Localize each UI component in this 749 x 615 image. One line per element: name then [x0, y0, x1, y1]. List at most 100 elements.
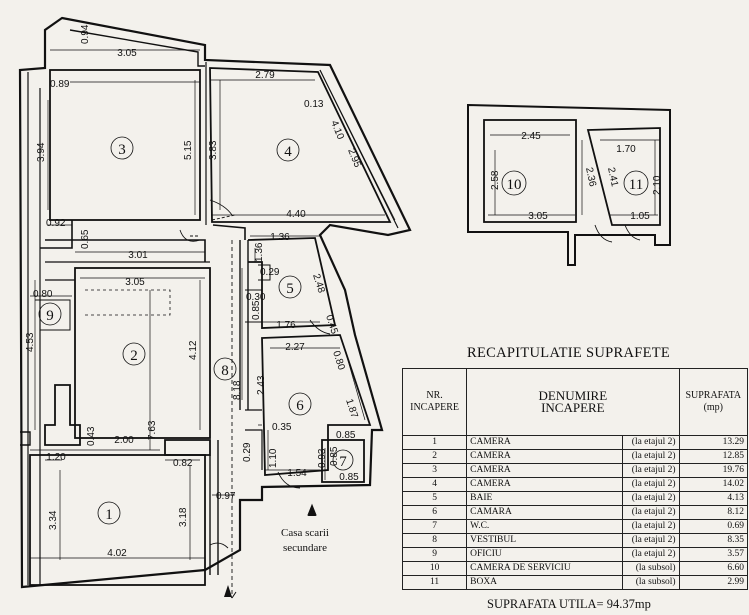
- cell-area: 4.13: [678, 491, 749, 506]
- dim: 0.82: [173, 458, 193, 469]
- dim: 2.41: [605, 166, 620, 188]
- cell-floor: (la etajul 2): [622, 477, 680, 492]
- cell-floor: (la subsol): [622, 561, 680, 576]
- dim: 4.40: [286, 209, 306, 220]
- dim: 0.85: [329, 446, 340, 466]
- dim: 8.18: [232, 380, 243, 400]
- dim: 2.79: [255, 70, 275, 81]
- cell-area: 8.35: [678, 533, 749, 548]
- dim: 0.29: [260, 267, 280, 278]
- dim: 0.85: [251, 300, 262, 320]
- dim: 3.83: [208, 140, 219, 160]
- cell-area: 0.69: [678, 519, 749, 534]
- cell-name: VESTIBUL: [466, 533, 624, 548]
- cell-area: 14.02: [678, 477, 749, 492]
- outer-wall: [18, 16, 412, 589]
- room-10-outline: [483, 119, 577, 223]
- cell-name: CAMARA: [466, 505, 624, 520]
- dim: 2.36: [583, 166, 598, 188]
- dim: 3.05: [528, 211, 548, 222]
- header-nr: NR. INCAPERE: [401, 368, 468, 436]
- room-1-label: 1: [105, 507, 113, 523]
- dim: 0.85: [339, 472, 359, 483]
- room-5-label: 5: [286, 281, 294, 297]
- dim: 1.36: [270, 232, 290, 243]
- stair-label-line-1: Casa scarii: [281, 527, 329, 539]
- cell-nr: 5: [401, 491, 468, 506]
- cell-area: 6.60: [678, 561, 749, 576]
- dim: 2.45: [521, 131, 541, 142]
- dim: 2.43: [256, 375, 267, 395]
- cell-area: 19.76: [678, 463, 749, 478]
- dim: 1.05: [630, 211, 650, 222]
- cell-nr: 2: [401, 449, 468, 464]
- dim: 0.65: [80, 229, 91, 249]
- room-6-outline: [261, 334, 372, 476]
- dim: 0.85: [336, 430, 356, 441]
- cell-floor: (la etajul 2): [622, 533, 680, 548]
- cell-name: CAMERA: [466, 435, 624, 450]
- room-3-outline: [49, 69, 201, 221]
- inner-wall: [69, 29, 205, 67]
- cell-name: CAMERA: [466, 449, 624, 464]
- dim: 7.63: [147, 420, 158, 440]
- dim: 0.92: [46, 218, 66, 229]
- dim: 0.93: [317, 448, 328, 468]
- cell-floor: (la etajul 2): [622, 547, 680, 562]
- dim: 1.36: [254, 242, 265, 262]
- room-2-label: 2: [130, 348, 138, 364]
- dim: 3.94: [36, 142, 47, 162]
- room-4-outline: [209, 67, 392, 223]
- cell-nr: 7: [401, 519, 468, 534]
- dim: 0.43: [86, 426, 97, 446]
- cell-floor: (la subsol): [622, 575, 680, 590]
- dim: 1.54: [287, 468, 307, 479]
- dim: 0.97: [216, 491, 236, 502]
- dim: 1.20: [46, 452, 66, 463]
- cell-name: CAMERA: [466, 463, 624, 478]
- cell-floor: (la etajul 2): [622, 463, 680, 478]
- cell-nr: 11: [401, 575, 468, 590]
- room-3-label: 3: [118, 142, 126, 158]
- dim: 2.27: [285, 342, 305, 353]
- cell-floor: (la etajul 2): [622, 435, 680, 450]
- cell-name: CAMERA DE SERVICIU: [466, 561, 624, 576]
- cell-area: 13.29: [678, 435, 749, 450]
- dim: 1.76: [276, 320, 296, 331]
- dim: 3.05: [117, 48, 137, 59]
- cell-area: 2.99: [678, 575, 749, 590]
- room-11-outline: [586, 127, 661, 226]
- dim: 0.80: [33, 289, 53, 300]
- cell-nr: 10: [401, 561, 468, 576]
- dim: 5.15: [183, 140, 194, 160]
- cell-area: 12.85: [678, 449, 749, 464]
- dim: 0.29: [242, 442, 253, 462]
- total-area: SUPRAFATA UTILA= 94.37mp: [487, 597, 651, 611]
- dim: 4.12: [188, 340, 199, 360]
- recap-table: NR. INCAPERE DENUMIRE INCAPERE SUPRAFATA…: [401, 368, 749, 590]
- room-11-label: 11: [629, 177, 643, 193]
- cell-area: 3.57: [678, 547, 749, 562]
- cell-name: OFICIU: [466, 547, 624, 562]
- cell-floor: (la etajul 2): [622, 449, 680, 464]
- dim: 4.53: [25, 332, 36, 352]
- room-10-label: 10: [507, 177, 522, 193]
- cell-name: W.C.: [466, 519, 624, 534]
- dim: 4.10: [328, 119, 346, 142]
- room-1-outline: [29, 454, 206, 586]
- dim: 0.30: [246, 292, 266, 303]
- cell-nr: 8: [401, 533, 468, 548]
- dim: 4.02: [107, 548, 127, 559]
- basement-outer-wall: [467, 103, 671, 266]
